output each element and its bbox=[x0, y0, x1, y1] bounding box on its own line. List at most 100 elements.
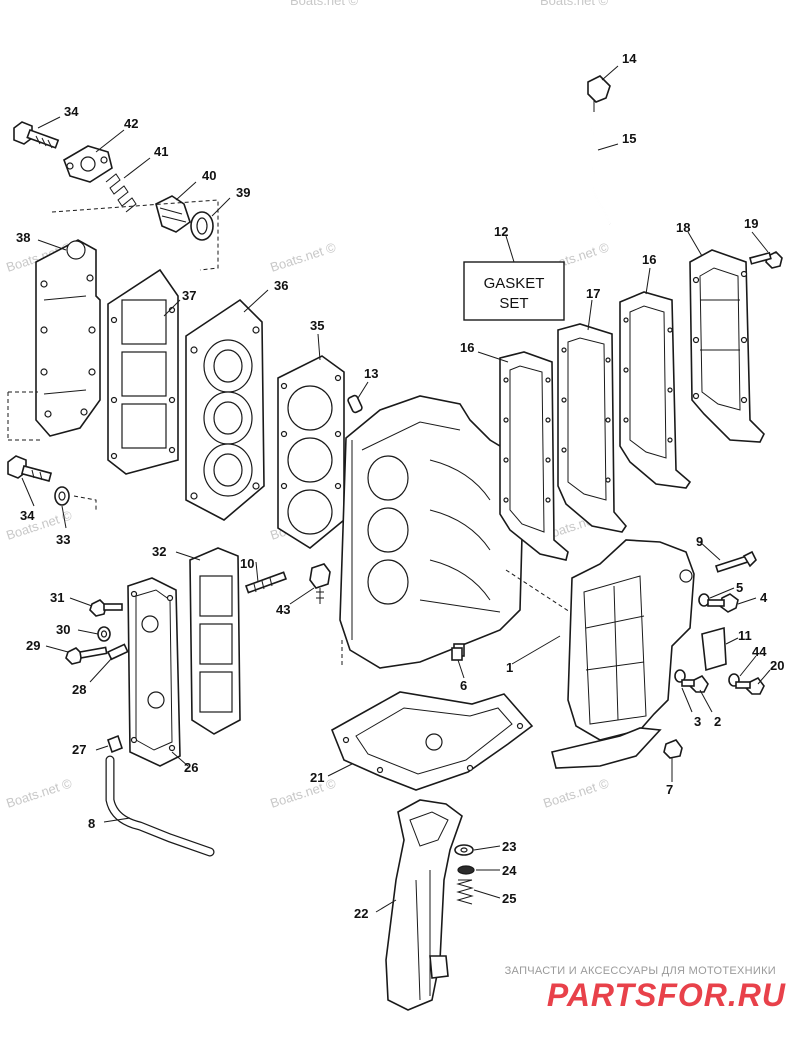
brand-tagline: ЗАПЧАСТИ И АКСЕССУАРЫ ДЛЯ МОТОТЕХНИКИ bbox=[505, 965, 776, 977]
brand-logo: PARTSFOR.RU bbox=[547, 977, 786, 1013]
callout-34: 34 bbox=[64, 104, 79, 119]
exhaust-tube-part-22 bbox=[385, 799, 463, 1011]
callout-31: 31 bbox=[50, 590, 64, 605]
washer-part-24 bbox=[457, 865, 475, 875]
group-bracket bbox=[73, 495, 97, 512]
spring-part-41 bbox=[105, 173, 137, 213]
callout-8: 8 bbox=[88, 816, 95, 831]
fitting-part-7 bbox=[663, 739, 683, 759]
callout-18: 18 bbox=[676, 220, 690, 235]
cover-plate-part-42 bbox=[63, 145, 113, 183]
gasket-ring-part-39 bbox=[190, 211, 214, 241]
bolt-part-9 bbox=[714, 550, 757, 573]
callout-26: 26 bbox=[184, 760, 198, 775]
callout-39: 39 bbox=[236, 185, 250, 200]
callout-20: 20 bbox=[770, 658, 784, 673]
plate-part-11 bbox=[701, 626, 727, 672]
gasket-set-line2: SET bbox=[499, 295, 528, 312]
callout-9: 9 bbox=[696, 534, 703, 549]
callout-28: 28 bbox=[72, 682, 86, 697]
callout-44: 44 bbox=[752, 644, 767, 659]
callout-13: 13 bbox=[364, 366, 378, 381]
watermark: Boats.net © bbox=[268, 775, 338, 810]
group-bracket bbox=[7, 391, 40, 441]
bolt-part-19 bbox=[749, 251, 783, 269]
callout-24: 24 bbox=[502, 863, 517, 878]
dowel-pin-part-13 bbox=[347, 394, 363, 414]
exhaust-cover-part-38 bbox=[35, 239, 101, 437]
callout-10: 10 bbox=[240, 556, 254, 571]
watermark: Boats.net © bbox=[268, 239, 338, 274]
bolt-part-29 bbox=[65, 646, 108, 665]
callout-35: 35 bbox=[310, 318, 324, 333]
gasket-part-32 bbox=[189, 547, 241, 735]
callout-14: 14 bbox=[622, 51, 637, 66]
callout-30: 30 bbox=[56, 622, 70, 637]
callout-11: 11 bbox=[738, 628, 752, 643]
callout-15: 15 bbox=[622, 131, 636, 146]
callout-33: 33 bbox=[56, 532, 70, 547]
watermark: Boats.net © bbox=[540, 0, 609, 8]
cover-part-26 bbox=[127, 577, 181, 767]
callout-12: 12 bbox=[494, 224, 508, 239]
callout-16: 16 bbox=[460, 340, 474, 355]
callout-7: 7 bbox=[666, 782, 673, 797]
gasket-part-16-left bbox=[499, 351, 569, 561]
exhaust-plate-part-17 bbox=[557, 323, 628, 533]
head-gasket-part-35 bbox=[277, 355, 345, 549]
fitting-part-28 bbox=[106, 643, 129, 661]
callout-17: 17 bbox=[586, 286, 600, 301]
washer-part-33 bbox=[54, 486, 70, 506]
tube-part-15 bbox=[591, 111, 611, 225]
bolt-part-34-bottom bbox=[7, 455, 53, 482]
dowel-part-6 bbox=[451, 647, 463, 661]
cylinder-head-cover-part-36 bbox=[185, 298, 265, 521]
spring-part-25 bbox=[456, 879, 474, 905]
watermark: Boats.net © bbox=[4, 775, 74, 810]
callout-38: 38 bbox=[16, 230, 30, 245]
bolt-part-2 bbox=[681, 674, 709, 693]
callout-3: 3 bbox=[694, 714, 701, 729]
cylinder-block-part-1 bbox=[339, 395, 525, 669]
branding: ЗАПЧАСТИ И АКСЕССУАРЫ ДЛЯ МОТОТЕХНИКИ PA… bbox=[505, 965, 786, 1013]
gasket-part-16-right bbox=[619, 291, 692, 489]
fitting-part-14 bbox=[587, 75, 611, 112]
leader-lines bbox=[21, 65, 771, 913]
callout-5: 5 bbox=[736, 580, 743, 595]
bolt-part-31 bbox=[89, 599, 123, 617]
bolt-part-34-top bbox=[13, 121, 60, 149]
callout-29: 29 bbox=[26, 638, 40, 653]
callouts: 1 2 3 4 5 6 7 8 9 10 11 12 13 14 15 16 1… bbox=[16, 51, 784, 921]
callout-32: 32 bbox=[152, 544, 166, 559]
thermostat-part-40 bbox=[155, 195, 191, 233]
bolt-part-4 bbox=[707, 593, 739, 613]
watermark: Boats.net © bbox=[290, 0, 359, 8]
callout-23: 23 bbox=[502, 839, 516, 854]
plug-part-43 bbox=[309, 563, 331, 604]
callout-21: 21 bbox=[310, 770, 324, 785]
washer-part-30 bbox=[97, 626, 111, 642]
callout-1: 1 bbox=[506, 660, 513, 675]
callout-42: 42 bbox=[124, 116, 138, 131]
callout-6: 6 bbox=[460, 678, 467, 693]
bolt-part-20 bbox=[735, 676, 765, 695]
gasket-part-21 bbox=[330, 691, 534, 791]
callout-41: 41 bbox=[154, 144, 168, 159]
washer-part-23 bbox=[454, 844, 474, 856]
callout-36: 36 bbox=[274, 278, 288, 293]
gasket-set-box: GASKET SET bbox=[463, 261, 565, 321]
callout-22: 22 bbox=[354, 906, 368, 921]
callout-16: 16 bbox=[642, 252, 656, 267]
stud-part-10 bbox=[244, 571, 288, 594]
exhaust-cover-part-18 bbox=[689, 249, 765, 443]
clamp-part-27 bbox=[107, 734, 123, 754]
callout-37: 37 bbox=[182, 288, 196, 303]
hose-part-8 bbox=[105, 755, 215, 857]
callout-4: 4 bbox=[760, 590, 768, 605]
gasket-set-line1: GASKET bbox=[484, 275, 545, 292]
callout-19: 19 bbox=[744, 216, 758, 231]
watermark: Boats.net © bbox=[541, 775, 611, 810]
callout-25: 25 bbox=[502, 891, 516, 906]
washer-part-3 bbox=[674, 669, 686, 683]
